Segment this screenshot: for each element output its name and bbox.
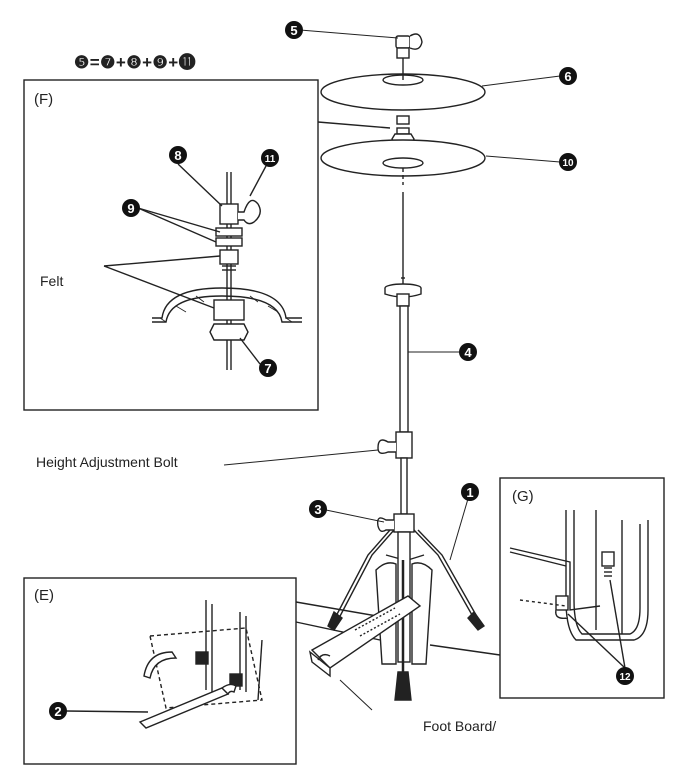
- inset-g-label: (G): [512, 488, 534, 505]
- top-cymbal: [320, 68, 486, 111]
- svg-text:10: 10: [562, 158, 574, 169]
- inset-e-drawing: [65, 600, 263, 729]
- clutch-assembly: [395, 33, 423, 68]
- height-adjustment-bolt-label: Height Adjustment Bolt: [36, 454, 178, 470]
- svg-text:3: 3: [314, 502, 321, 517]
- bottom-cymbal: [320, 139, 486, 185]
- callout-7: 7: [259, 359, 277, 377]
- inset-e-frame: [23, 577, 297, 765]
- svg-text:2: 2: [54, 704, 61, 719]
- leader-lines: [223, 29, 561, 711]
- callout-1: 1: [461, 483, 479, 501]
- svg-text:8: 8: [174, 148, 181, 163]
- callout-11: 11: [261, 149, 279, 167]
- tripod-legs: [327, 529, 485, 631]
- svg-text:9: 9: [127, 201, 134, 216]
- svg-text:11: 11: [265, 154, 276, 165]
- svg-text:12: 12: [619, 672, 631, 683]
- callout-9: 9: [122, 199, 140, 217]
- inset-g-frame: [499, 477, 665, 699]
- svg-text:7: 7: [264, 361, 271, 376]
- svg-text:5: 5: [290, 23, 297, 38]
- inset-g-drawing: [509, 510, 649, 669]
- inset-f-frame: [23, 79, 319, 411]
- cymbal-seat: [384, 283, 422, 307]
- part-formula: ❺=❼+❽+❾+⓫: [74, 53, 197, 72]
- svg-text:1: 1: [466, 485, 473, 500]
- inset-f-label: (F): [34, 91, 54, 108]
- svg-text:4: 4: [464, 345, 472, 360]
- inset-f-connector: [317, 121, 391, 129]
- callout-10: 10: [559, 153, 577, 171]
- inset-g-connector: [429, 644, 501, 656]
- svg-text:6: 6: [564, 69, 571, 84]
- tripod-clamp: [376, 513, 415, 533]
- callout-8: 8: [169, 146, 187, 164]
- foot-board-label: Foot Board/: [423, 718, 497, 734]
- lower-pipe: [400, 457, 408, 515]
- callout-2: 2: [49, 702, 67, 720]
- felt-label: Felt: [40, 273, 64, 289]
- height-clamp: [377, 431, 413, 459]
- callout-badges: 5 6 10 4 3 1 8 11 9 7 2 12: [49, 21, 634, 720]
- foot-board: [308, 595, 422, 678]
- inset-e-label: (E): [34, 587, 54, 604]
- callout-6: 6: [559, 67, 577, 85]
- callout-4: 4: [459, 343, 477, 361]
- callout-5: 5: [285, 21, 303, 39]
- upper-pipe: [399, 305, 409, 433]
- callout-12: 12: [616, 667, 634, 685]
- inset-f-drawing: [103, 163, 302, 370]
- callout-3: 3: [309, 500, 327, 518]
